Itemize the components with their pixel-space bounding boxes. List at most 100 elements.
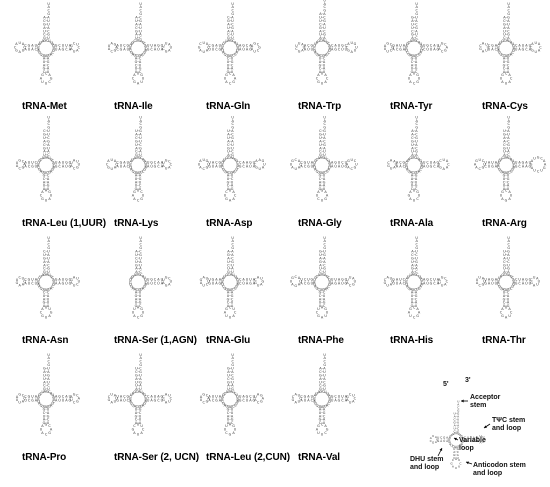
svg-text:U: U — [299, 279, 302, 283]
svg-text:G: G — [347, 159, 350, 163]
svg-text:A: A — [420, 285, 423, 289]
svg-text:A: A — [456, 445, 459, 449]
svg-text:C: C — [500, 310, 503, 314]
svg-text:C: C — [43, 411, 46, 415]
svg-text:G: G — [543, 166, 546, 170]
svg-text:U: U — [139, 153, 142, 157]
svg-text:A: A — [411, 63, 414, 67]
svg-text:A: A — [219, 394, 222, 398]
svg-text:U: U — [253, 394, 256, 398]
svg-text:U: U — [246, 277, 249, 281]
svg-text:G: G — [165, 159, 168, 163]
svg-text:C: C — [35, 47, 38, 51]
svg-text:U: U — [55, 160, 58, 164]
svg-text:U: U — [48, 156, 51, 160]
svg-text:C: C — [316, 76, 319, 80]
svg-text:A: A — [138, 389, 141, 393]
svg-text:U: U — [135, 67, 138, 71]
svg-text:A: A — [116, 164, 119, 168]
svg-text:G: G — [237, 163, 240, 167]
svg-text:U: U — [212, 164, 215, 168]
svg-text:A: A — [231, 184, 234, 188]
svg-text:C: C — [139, 411, 142, 415]
svg-text:G: G — [323, 129, 326, 133]
svg-text:U: U — [525, 281, 528, 285]
svg-text:A: A — [135, 146, 138, 150]
svg-text:A: A — [133, 431, 136, 435]
svg-text:A: A — [249, 398, 252, 402]
svg-text:U: U — [47, 421, 50, 425]
svg-text:A: A — [230, 288, 233, 292]
svg-text:A: A — [222, 276, 225, 280]
svg-text:U: U — [224, 274, 227, 278]
svg-text:C: C — [477, 436, 479, 440]
svg-text:A: A — [513, 46, 516, 50]
svg-text:A: A — [139, 133, 142, 137]
svg-text:U: U — [37, 161, 40, 165]
svg-text:G: G — [47, 373, 50, 377]
svg-text:G: G — [503, 297, 506, 301]
svg-text:A: A — [411, 301, 414, 305]
svg-text:C: C — [257, 49, 260, 53]
svg-text:G: G — [507, 33, 510, 37]
svg-text:U: U — [235, 168, 238, 172]
svg-text:U: U — [43, 414, 46, 418]
svg-text:G: G — [225, 54, 228, 58]
svg-text:A: A — [231, 239, 234, 243]
svg-text:U: U — [47, 129, 50, 133]
svg-text:U: U — [228, 389, 231, 393]
svg-text:A: A — [464, 439, 467, 443]
svg-text:U: U — [405, 283, 408, 287]
svg-text:A: A — [45, 188, 48, 192]
svg-text:U: U — [161, 277, 164, 281]
svg-text:C: C — [52, 400, 55, 404]
svg-text:A: A — [488, 277, 491, 281]
svg-text:G: G — [313, 283, 316, 287]
svg-text:C: C — [354, 396, 357, 400]
svg-text:A: A — [43, 297, 46, 301]
svg-text:U: U — [260, 276, 263, 280]
svg-text:A: A — [120, 394, 123, 398]
svg-text:C: C — [135, 150, 138, 154]
svg-text:U: U — [139, 418, 142, 422]
svg-text:A: A — [221, 395, 224, 399]
svg-text:U: U — [43, 294, 46, 298]
svg-text:U: U — [229, 315, 232, 319]
svg-text:A: A — [135, 173, 138, 177]
svg-text:C: C — [512, 51, 515, 55]
svg-text:C: C — [319, 270, 322, 274]
svg-text:A: A — [482, 276, 485, 280]
svg-text:A: A — [294, 393, 297, 397]
svg-text:C: C — [43, 384, 46, 388]
svg-text:G: G — [231, 60, 234, 64]
svg-text:U: U — [69, 394, 72, 398]
svg-text:A: A — [319, 414, 322, 418]
svg-text:U: U — [47, 353, 50, 357]
svg-text:A: A — [47, 253, 50, 257]
svg-text:C: C — [540, 156, 543, 160]
svg-text:C: C — [295, 275, 298, 279]
svg-text:U: U — [511, 159, 514, 163]
svg-text:A: A — [423, 164, 426, 168]
svg-text:A: A — [157, 394, 160, 398]
svg-text:C: C — [479, 44, 482, 48]
svg-text:G: G — [133, 80, 136, 84]
svg-text:G: G — [529, 164, 532, 168]
svg-text:A: A — [221, 163, 224, 167]
svg-text:A: A — [215, 281, 218, 285]
svg-text:G: G — [323, 9, 326, 13]
svg-text:A: A — [415, 263, 418, 267]
svg-text:C: C — [140, 273, 143, 277]
svg-text:U: U — [515, 160, 518, 164]
svg-text:A: A — [43, 418, 46, 422]
svg-text:U: U — [323, 115, 326, 119]
svg-text:A: A — [319, 377, 322, 381]
svg-text:G: G — [129, 397, 132, 401]
svg-text:A: A — [262, 396, 265, 400]
svg-text:A: A — [142, 157, 145, 161]
svg-text:G: G — [132, 427, 135, 431]
svg-text:G: G — [326, 40, 329, 44]
svg-text:G: G — [415, 184, 418, 188]
